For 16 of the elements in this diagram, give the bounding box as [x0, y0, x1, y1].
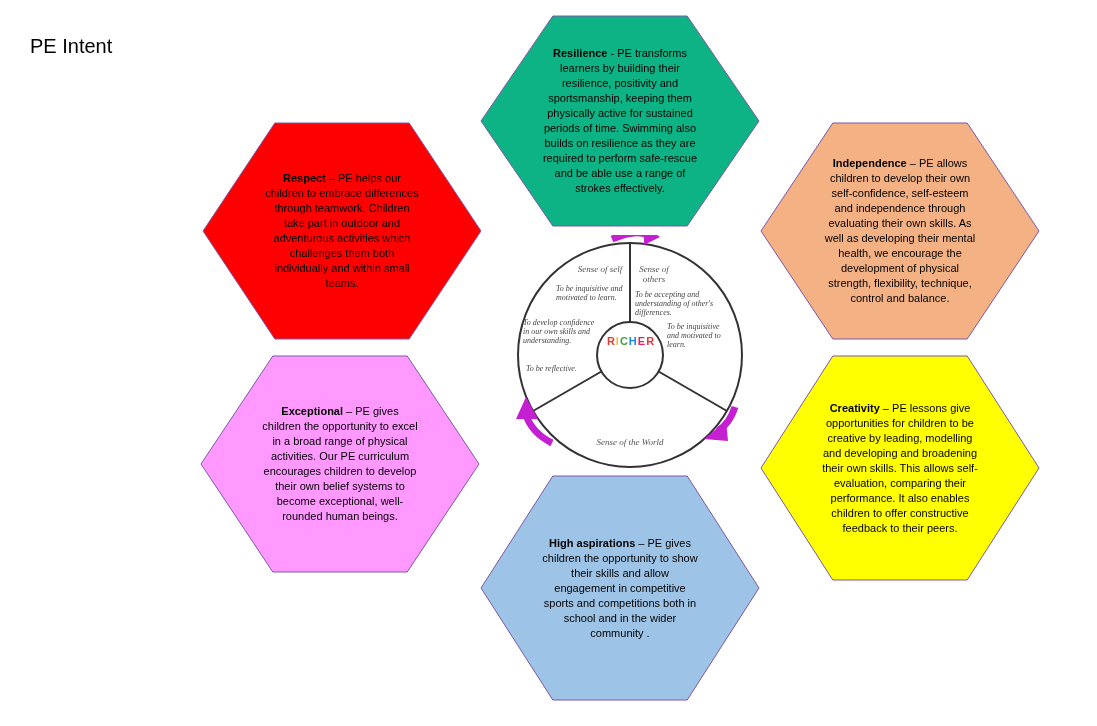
wheel-text: To develop confidence in our own skills and understanding.	[523, 318, 595, 345]
wheel-section-title: Sense of the World	[595, 437, 665, 447]
wheel-text: To be accepting and understanding of other's differences.	[635, 290, 715, 317]
wheel-text: To be inquisitive and motivated to learn.	[556, 284, 624, 302]
value-description: Exceptional – PE gives children the opportunity to excel in a broad range of physical activities. Our PE curriculum encourages children to develop their own belief systems to become exceptional, well-rounded human beings.	[262, 404, 418, 524]
wheel-section-title: Sense of self	[576, 264, 624, 274]
value-description: Independence – PE allows children to develop their own self-confidence, self-esteem and independence through evaluating their own skills. As well as developing their mental health, we encourage the development of physical strength, flexibility, technique, control and balance.	[823, 156, 977, 306]
value-description: Creativity – PE lessons give opportunities for children to be creative by leading, modelling and developing and broadening their own skills. This allows self-evaluation, comparing their performance. It also enables children to offer constructive feedback to their peers.	[822, 400, 978, 536]
wheel-section-title: Sense of others	[638, 264, 671, 284]
value-description: High aspirations – PE gives children the opportunity to show their skills and allow engagement in competitive sports and competitions both in school and in the wider community .	[542, 535, 698, 641]
wheel-text: To be reflective.	[526, 364, 578, 373]
page-title: PE Intent	[30, 34, 113, 58]
value-description: Respect – PE helps our children to embrace differences through teamwork. Children take part in outdoor and adventurous activities which challenges them both individually and within small teams.	[264, 171, 420, 291]
value-description: Resilience - PE transforms learners by building their resilience, positivity and sportsmanship, keeping them physically active for sustained periods of time. Swimming also builds on resilience as they are required to perform safe-rescue and be able use a range of strokes effectively.	[542, 46, 698, 196]
values-acronym: RICHER	[606, 335, 656, 347]
wheel-text: To be inquisitive and motivated to learn.	[667, 322, 722, 349]
